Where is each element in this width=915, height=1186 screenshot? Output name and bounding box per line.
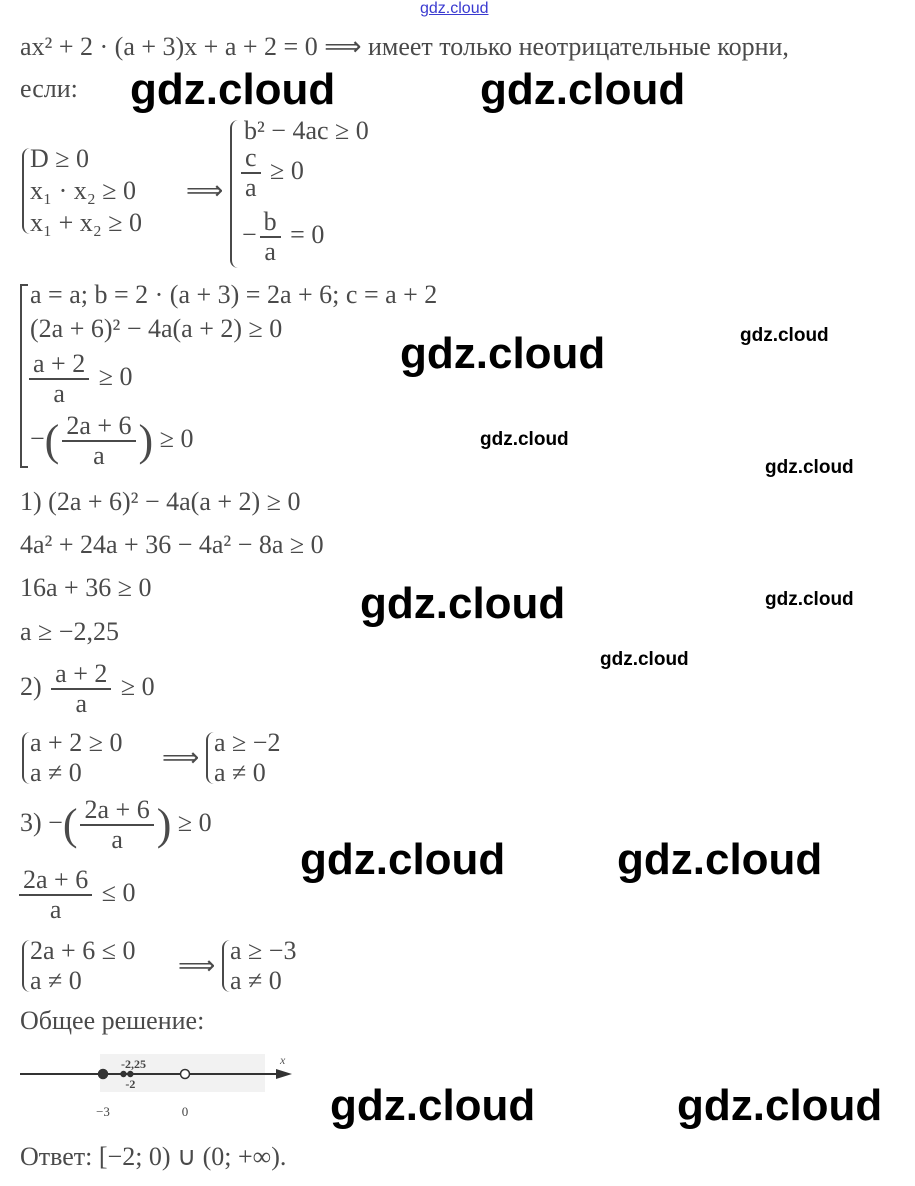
condition-discriminant: D ≥ 0 — [30, 144, 90, 173]
system-row: a ≠ 0 — [30, 966, 82, 995]
numerator: 2a + 6 — [19, 866, 93, 896]
implies-arrow: ⟹ — [178, 951, 216, 980]
watermark: gdz.cloud — [130, 65, 336, 114]
relation: ≥ 0 — [120, 671, 155, 701]
system-row: a ≠ 0 — [214, 758, 266, 787]
system-row: a + 2 ≥ 0 — [30, 728, 123, 757]
axis-label: x — [279, 1053, 286, 1067]
relation: ≥ 0 — [270, 155, 304, 185]
step1-line: 16a + 36 ≥ 0 — [20, 573, 152, 602]
watermark-link[interactable]: gdz.cloud — [420, 0, 489, 17]
denominator: a — [111, 825, 123, 854]
system-row: a ≥ −3 — [230, 936, 297, 965]
watermark: gdz.cloud — [740, 325, 829, 346]
discriminant-inequality: (2a + 6)² − 4a(a + 2) ≥ 0 — [30, 314, 283, 343]
point-label: -2,25 — [121, 1057, 146, 1071]
numerator: b — [259, 208, 281, 238]
step1-line: 4a² + 24a + 36 − 4a² − 8a ≥ 0 — [20, 530, 324, 559]
implies-arrow: ⟹ — [162, 743, 200, 772]
denominator: a — [245, 173, 257, 202]
brace — [222, 940, 230, 992]
answer: Ответ: [−2; 0) ∪ (0; +∞). — [20, 1142, 287, 1171]
discriminant-formula: b² − 4ac ≥ 0 — [244, 116, 369, 145]
brace — [22, 148, 30, 234]
relation: ≤ 0 — [101, 877, 136, 907]
intro-if: если: — [20, 74, 78, 103]
denominator: a — [264, 237, 276, 266]
watermark: gdz.cloud — [480, 429, 569, 450]
system-row: a ≠ 0 — [230, 966, 282, 995]
system-row: a ≥ −2 — [214, 728, 281, 757]
general-solution-heading: Общее решение: — [20, 1006, 205, 1035]
watermark: gdz.cloud — [300, 835, 506, 884]
relation: = 0 — [290, 219, 325, 249]
relation: ≥ 0 — [159, 423, 194, 453]
point-marker — [127, 1070, 134, 1078]
watermark: gdz.cloud — [330, 1081, 536, 1130]
number-line: x −3 -2,25 -2 0 — [20, 1053, 292, 1119]
point-label: 0 — [182, 1104, 189, 1119]
brace — [206, 732, 214, 784]
step-label: 2) — [20, 671, 42, 701]
step1-line: 1) (2a + 6)² − 4a(a + 2) ≥ 0 — [20, 487, 301, 516]
brace — [22, 940, 30, 992]
brace — [230, 120, 238, 268]
watermark: gdz.cloud — [617, 835, 823, 884]
condition-product: x₁ · x₂ ≥ 0 — [30, 176, 137, 205]
coefficients: a = a; b = 2 · (a + 3) = 2a + 6; c = a +… — [30, 280, 438, 309]
numerator: c — [241, 144, 261, 174]
denominator: a — [53, 379, 65, 408]
watermark: gdz.cloud — [360, 579, 566, 628]
relation: ≥ 0 — [98, 361, 133, 391]
point-label: −3 — [96, 1104, 110, 1119]
brace — [22, 732, 30, 784]
condition-sum: x₁ + x₂ ≥ 0 — [30, 208, 143, 237]
point-label: -2 — [125, 1077, 135, 1091]
numerator: 2a + 6 — [62, 412, 136, 442]
point-marker — [120, 1070, 127, 1078]
numerator: a + 2 — [29, 350, 90, 380]
step-label: 3) − — [20, 807, 63, 837]
numerator: 2a + 6 — [80, 796, 154, 826]
bracket — [20, 284, 28, 468]
watermark: gdz.cloud — [480, 65, 686, 114]
intro-equation: ax² + 2 · (a + 3)x + a + 2 = 0 ⟹ имеет т… — [20, 32, 789, 61]
relation: ≥ 0 — [177, 807, 212, 837]
watermark: gdz.cloud — [765, 589, 854, 610]
point-marker — [179, 1068, 191, 1080]
watermark: gdz.cloud — [600, 649, 689, 670]
denominator: a — [93, 441, 105, 470]
point-marker — [97, 1068, 109, 1080]
watermark: gdz.cloud — [677, 1081, 883, 1130]
numerator: a + 2 — [51, 660, 112, 690]
axis-arrow-icon — [276, 1069, 292, 1079]
minus: − — [242, 219, 257, 249]
system-row: a ≠ 0 — [30, 758, 82, 787]
denominator: a — [75, 689, 88, 718]
watermark: gdz.cloud — [765, 457, 854, 478]
watermark: gdz.cloud — [400, 329, 606, 378]
implies-arrow: ⟹ — [186, 176, 224, 205]
minus: − — [30, 423, 45, 453]
denominator: a — [49, 895, 62, 924]
system-row: 2a + 6 ≤ 0 — [30, 936, 136, 965]
step1-result: a ≥ −2,25 — [20, 617, 119, 646]
